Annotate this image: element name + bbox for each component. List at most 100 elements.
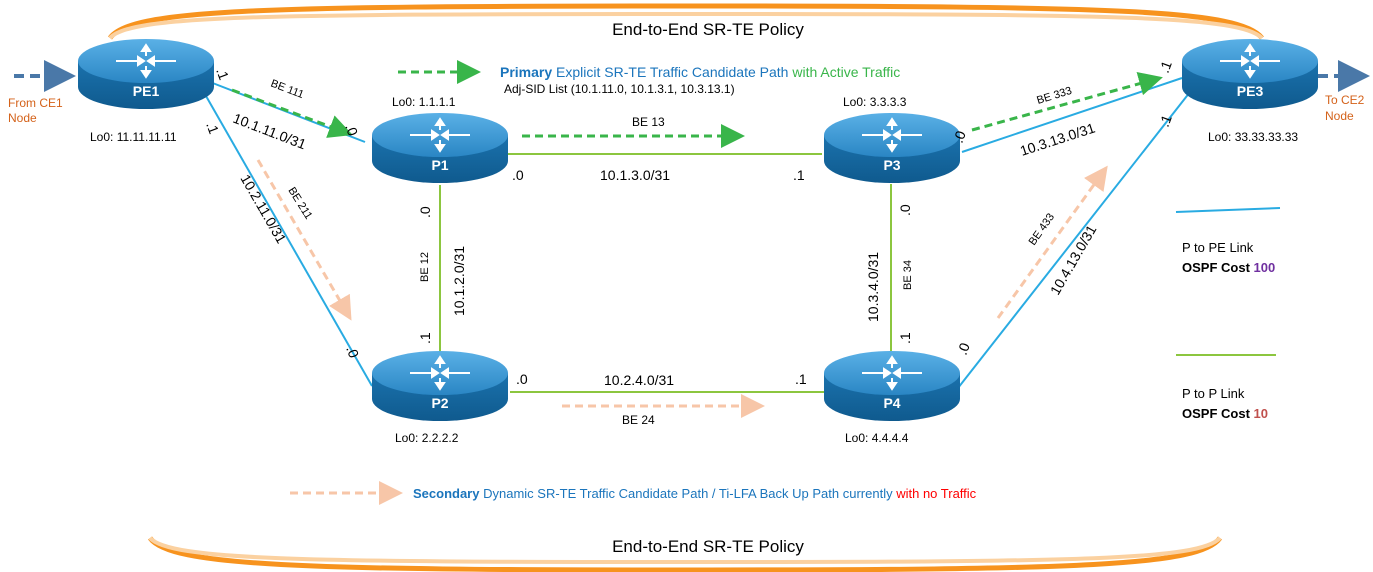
p3-pe3-subnet: 10.3.13.0/31 <box>1018 120 1097 159</box>
p1-p2-end-b: .1 <box>417 332 433 344</box>
p3-pe3-bundle: BE 333 <box>1035 85 1073 107</box>
primary-middle: Explicit SR-TE Traffic Candidate Path <box>556 64 788 80</box>
bottom-policy-band <box>147 536 1223 572</box>
p3-p4-end-b: .1 <box>897 332 913 344</box>
pe1-p2-end-b: .0 <box>343 344 362 361</box>
router-p1: P1 <box>372 113 508 183</box>
router-top <box>78 39 214 83</box>
p1-p3-end-a: .0 <box>512 167 524 183</box>
secondary-arrow-p4-pe3 <box>996 165 1108 319</box>
p1-lo0: Lo0: 1.1.1.1 <box>392 95 456 109</box>
top-policy-label: End-to-End SR-TE Policy <box>612 20 804 39</box>
to-ce2-label-line1: To CE2 <box>1325 93 1365 107</box>
top-policy-band <box>107 3 1264 40</box>
p1-p2-bundle: BE 12 <box>419 252 431 282</box>
router-arrows-icon <box>116 43 176 79</box>
p4-lo0: Lo0: 4.4.4.4 <box>845 431 909 445</box>
secondary-middle: Dynamic SR-TE Traffic Candidate Path / <box>483 486 716 501</box>
p1-p2-end-a: .0 <box>417 206 433 218</box>
p2-p4-end-b: .1 <box>795 371 807 387</box>
router-pe3-name: PE3 <box>1237 83 1264 99</box>
adj-sid-rest: List (10.1.11.0, 10.1.3.1, 10.3.13.1) <box>549 82 735 96</box>
router-top <box>372 351 508 395</box>
p1-p3-bundle: BE 13 <box>632 115 665 129</box>
pe-link-legend-cost: OSPF Cost 100 <box>1182 260 1275 275</box>
router-arrows-icon <box>1220 43 1280 79</box>
p3-lo0: Lo0: 3.3.3.3 <box>843 95 907 109</box>
router-pe3: PE3 <box>1182 39 1318 109</box>
secondary-path-arrows <box>256 159 1108 505</box>
secondary-tilfa: Ti-LFA <box>719 486 757 501</box>
p1-p2-subnet: 10.1.2.0/31 <box>451 246 467 316</box>
router-arrows-icon <box>410 355 470 391</box>
primary-arrow-pe1-p1 <box>231 88 353 138</box>
pe1-p2-subnet: 10.2.11.0/31 <box>237 172 289 247</box>
p-cost-value: 10 <box>1254 406 1268 421</box>
router-top <box>824 351 960 395</box>
p2-p4-end-a: .0 <box>516 371 528 387</box>
pe-link-legend-label: P to PE Link <box>1182 240 1254 255</box>
pe1-p1-bundle: BE 111 <box>269 78 305 102</box>
p-link-legend-cost: OSPF Cost 10 <box>1182 406 1268 421</box>
router-p2-name: P2 <box>431 395 448 411</box>
secondary-legend-text: Secondary Dynamic SR-TE Traffic Candidat… <box>413 486 977 501</box>
adj-sid-list: Adj-SID List (10.1.11.0, 10.1.3.1, 10.3.… <box>504 82 735 96</box>
router-arrows-icon <box>862 355 922 391</box>
pe1-p2-bundle: BE 211 <box>285 185 314 221</box>
router-top <box>1182 39 1318 83</box>
p-cost-label: OSPF Cost <box>1182 406 1251 421</box>
pe1-p1-end-a: .1 <box>213 66 232 83</box>
router-pe1: PE1 <box>78 39 214 109</box>
primary-arrow-p3-pe3 <box>971 72 1163 132</box>
primary-word: Primary <box>500 64 552 80</box>
from-ce1-label-line1: From CE1 <box>8 96 63 110</box>
router-arrows-icon <box>862 117 922 153</box>
p2-p4-bundle: BE 24 <box>622 413 655 427</box>
link-p4-pe3 <box>957 91 1191 389</box>
secondary-tail: with no Traffic <box>895 486 976 501</box>
pe1-p1-end-b: .0 <box>342 122 361 139</box>
router-p2: P2 <box>372 351 508 421</box>
router-p3-name: P3 <box>883 157 900 173</box>
primary-path-arrows <box>231 60 1163 148</box>
p3-p4-subnet: 10.3.4.0/31 <box>865 252 881 322</box>
p3-pe3-end-a: .0 <box>950 128 969 145</box>
p1-p3-subnet: 10.1.3.0/31 <box>600 167 670 183</box>
pe1-p2-end-a: .1 <box>203 120 222 137</box>
router-top <box>372 113 508 157</box>
p3-pe3-end-b: .1 <box>1156 58 1175 75</box>
router-arrows-icon <box>410 117 470 153</box>
p-link-legend-label: P to P Link <box>1182 386 1245 401</box>
router-p4-name: P4 <box>883 395 900 411</box>
to-ce2-label-line2: Node <box>1325 109 1354 123</box>
router-p4: P4 <box>824 351 960 421</box>
secondary-word: Secondary <box>413 486 480 501</box>
p2-p4-subnet: 10.2.4.0/31 <box>604 372 674 388</box>
p1-p3-end-b: .1 <box>793 167 805 183</box>
p4-pe3-end-b: .1 <box>1156 112 1175 129</box>
pe-cost-value: 100 <box>1254 260 1276 275</box>
bottom-policy-label: End-to-End SR-TE Policy <box>612 537 804 556</box>
primary-tail: with Active Traffic <box>791 64 900 80</box>
adj-sid-prefix: Adj-SID <box>504 82 546 96</box>
router-top <box>824 113 960 157</box>
pe-cost-label: OSPF Cost <box>1182 260 1251 275</box>
from-ce1-label-line2: Node <box>8 111 37 125</box>
secondary-arrow-pe1-p2 <box>256 159 352 321</box>
pe3-lo0: Lo0: 33.33.33.33 <box>1208 130 1298 144</box>
pe-link-legend-line <box>1175 207 1281 213</box>
p3-p4-end-a: .0 <box>897 204 913 216</box>
router-p3: P3 <box>824 113 960 183</box>
router-pe1-name: PE1 <box>133 83 160 99</box>
secondary-middle2: Back Up Path currently <box>760 486 893 501</box>
router-p1-name: P1 <box>431 157 448 173</box>
p3-p4-bundle: BE 34 <box>902 260 914 290</box>
p4-pe3-subnet: 10.4.13.0/31 <box>1047 222 1100 298</box>
p2-lo0: Lo0: 2.2.2.2 <box>395 431 459 445</box>
link-pe1-p2 <box>205 95 373 387</box>
primary-legend-text: Primary Explicit SR-TE Traffic Candidate… <box>500 64 900 80</box>
p4-pe3-end-a: .0 <box>954 340 973 357</box>
pe1-lo0: Lo0: 11.11.11.11 <box>90 130 177 144</box>
